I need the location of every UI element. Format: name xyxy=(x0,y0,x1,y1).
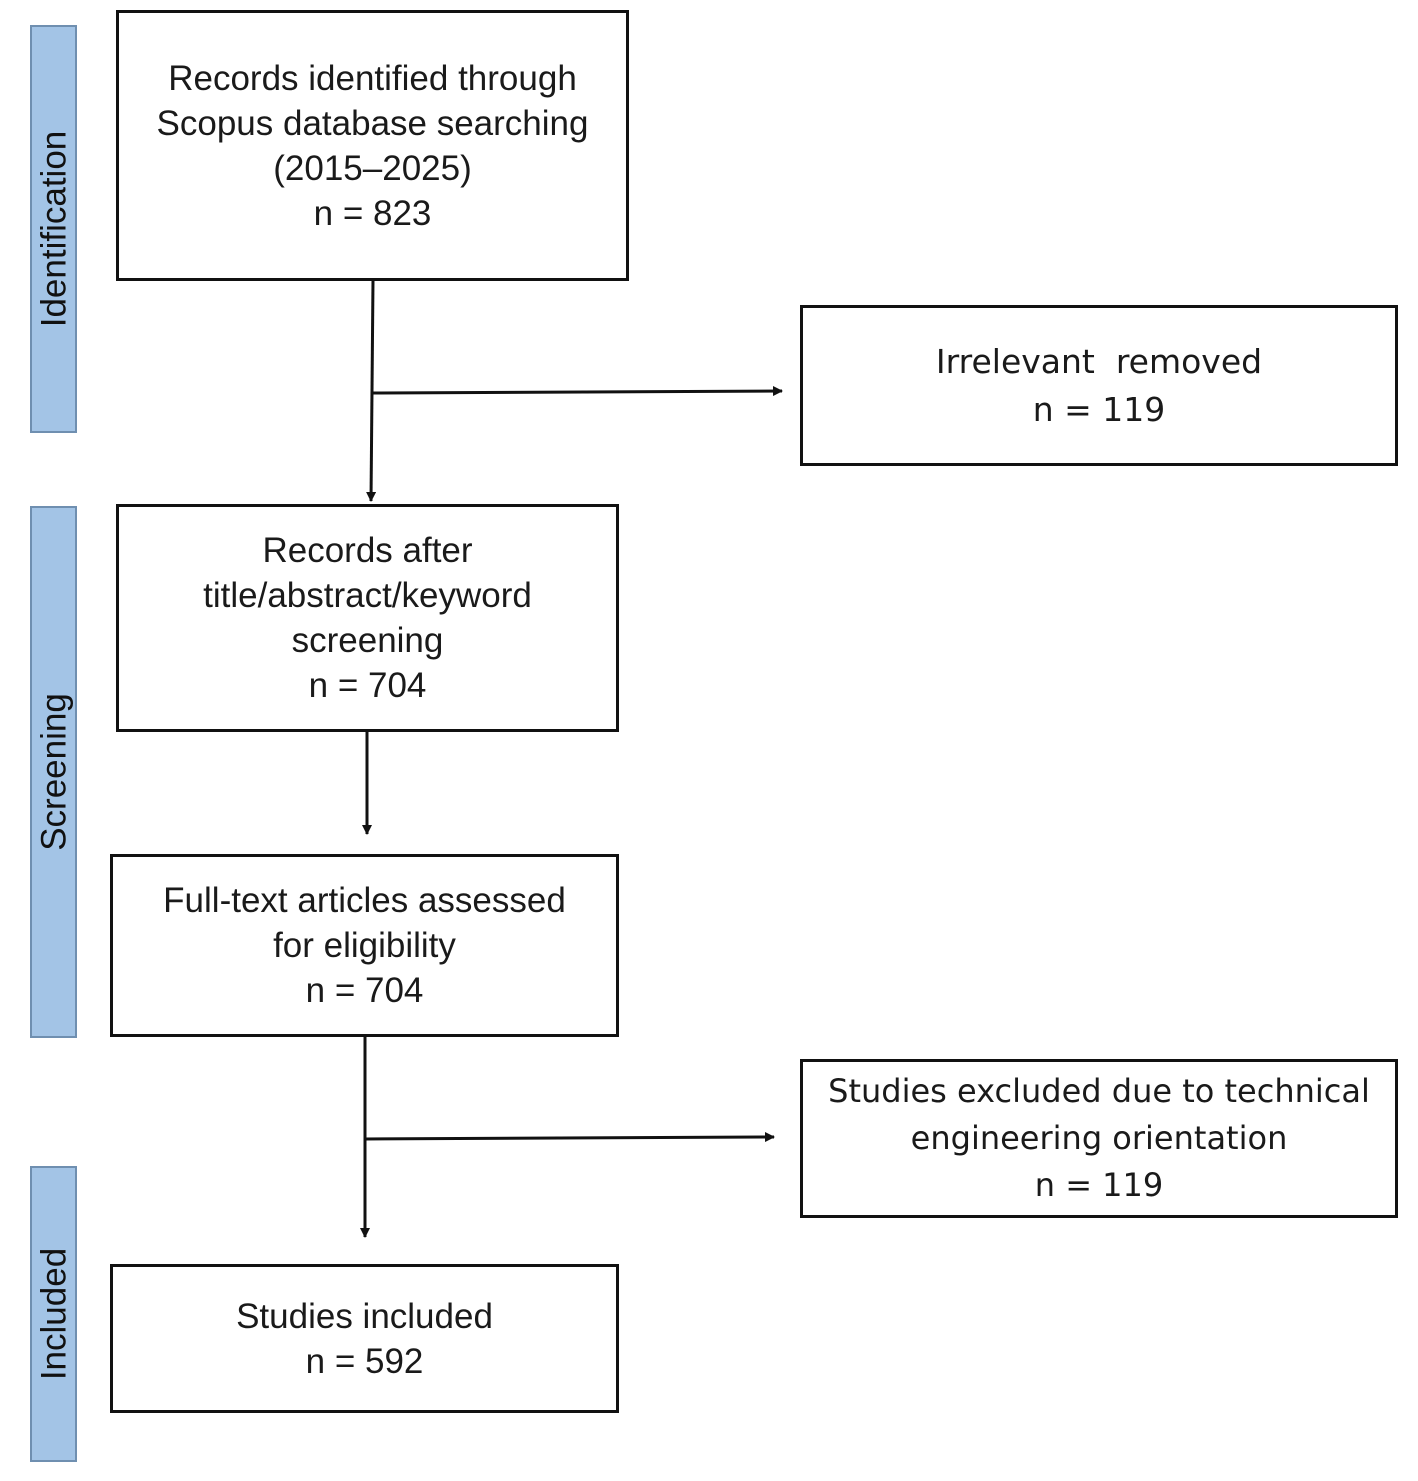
arrow-to-excluded-technical xyxy=(364,1132,775,1143)
box-full-text-assessed: Full-text articles assessed for eligibil… xyxy=(110,854,619,1037)
box-irrelevant-removed-label: Irrelevant removed xyxy=(935,341,1263,381)
box-records-after-screening-line-3: screening xyxy=(291,621,444,660)
box-excluded-technical-count: n = 119 xyxy=(1034,1166,1164,1204)
box-records-identified: Records identified through Scopus databa… xyxy=(116,10,629,281)
box-full-text-assessed-line-2: for eligibility xyxy=(273,926,456,965)
box-excluded-technical: Studies excluded due to technical engine… xyxy=(800,1059,1398,1218)
box-full-text-assessed-line-1: Full-text articles assessed xyxy=(163,881,566,920)
box-records-after-screening-line-1: Records after xyxy=(262,531,473,570)
box-records-after-screening-count: n = 704 xyxy=(308,666,427,705)
box-irrelevant-removed: Irrelevant removed n = 119 xyxy=(800,305,1398,466)
box-records-after-screening: Records after title/abstract/keyword scr… xyxy=(116,504,619,732)
box-records-identified-count: n = 823 xyxy=(313,193,432,233)
box-studies-included-count: n = 592 xyxy=(305,1341,424,1381)
box-irrelevant-removed-count: n = 119 xyxy=(1032,389,1166,429)
box-records-identified-line-1: Records identified through xyxy=(168,58,577,98)
box-records-identified-line-2: Scopus database searching xyxy=(156,103,589,143)
stage-bar-screening: Screening xyxy=(30,506,77,1038)
box-excluded-technical-line-1: Studies excluded due to technical xyxy=(828,1072,1370,1110)
arrow-to-irrelevant-removed xyxy=(371,386,783,397)
arrow-identified-to-screening xyxy=(366,279,377,502)
box-full-text-assessed-count: n = 704 xyxy=(305,971,424,1010)
box-studies-included: Studies included n = 592 xyxy=(110,1264,619,1413)
box-studies-included-label: Studies included xyxy=(236,1296,493,1336)
stage-bar-included: Included xyxy=(30,1166,77,1462)
stage-bar-identification: Identification xyxy=(30,25,77,433)
box-records-identified-line-3: (2015–2025) xyxy=(273,148,472,188)
box-records-after-screening-line-2: title/abstract/keyword xyxy=(203,576,532,615)
box-excluded-technical-line-2: engineering orientation xyxy=(910,1119,1288,1157)
